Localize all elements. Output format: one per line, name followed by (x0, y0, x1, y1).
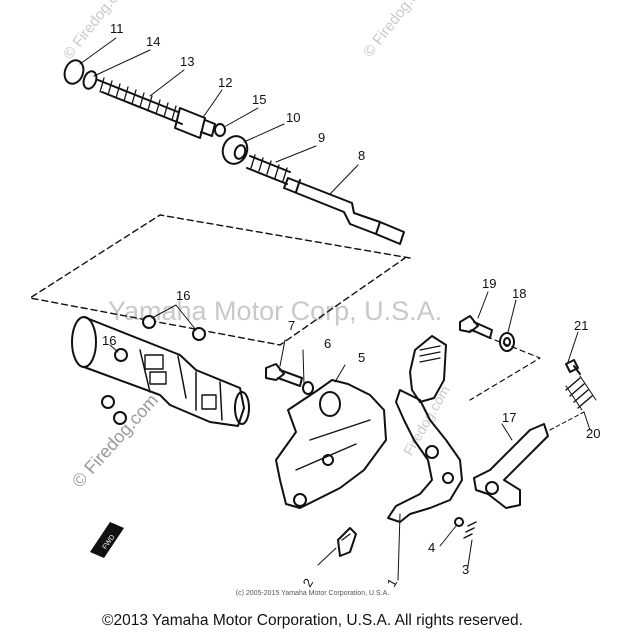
callout-14: 14 (146, 34, 160, 49)
part-15-clip (214, 123, 226, 137)
callout-20: 20 (586, 426, 600, 441)
part-20-spring (565, 375, 597, 411)
part-10-bushing (221, 135, 249, 165)
assembly-outline (29, 214, 411, 346)
callout-4: 4 (428, 540, 435, 555)
part-18-washer (499, 332, 515, 352)
callout-6: 6 (324, 336, 331, 351)
callout-11: 11 (110, 21, 124, 36)
callout-16: 16 (176, 288, 190, 303)
callout-21: 21 (574, 318, 588, 333)
part-2-clip (337, 527, 357, 557)
callout-16: 16 (102, 333, 116, 348)
callout-18: 18 (512, 286, 526, 301)
callout-7: 7 (288, 318, 295, 333)
callout-8: 8 (358, 148, 365, 163)
part-11-snap-ring (63, 59, 85, 85)
part-14-washer (82, 70, 98, 90)
part-21-screw (565, 359, 581, 375)
callout-12: 12 (218, 75, 232, 90)
part-19-bolt (459, 315, 493, 339)
part-6-washer (302, 381, 314, 395)
part-9-spring (246, 154, 291, 185)
part-3-spring (463, 521, 477, 539)
part-4-ball (454, 517, 464, 527)
part-7-bolt (265, 339, 303, 387)
callout-9: 9 (318, 130, 325, 145)
part-5-bracket (275, 364, 387, 509)
callout-10: 10 (286, 110, 300, 125)
callout-13: 13 (180, 54, 194, 69)
callout-5: 5 (358, 350, 365, 365)
callout-15: 15 (252, 92, 266, 107)
watermark-center: Yamaha Motor Corp, U.S.A. (108, 296, 443, 326)
footer-copyright: ©2013 Yamaha Motor Corporation, U.S.A. A… (102, 612, 523, 629)
part-16-balls (101, 315, 206, 425)
part-housing (71, 316, 250, 427)
part-17-lever (473, 423, 549, 509)
part-1-shift-pedal (387, 335, 463, 523)
callout-2: 2 (300, 576, 317, 590)
fwd-logo: FWD (90, 522, 124, 558)
part-12-collar (174, 107, 216, 139)
callout-19: 19 (482, 276, 496, 291)
callout-3: 3 (462, 562, 469, 577)
callout-17: 17 (502, 410, 516, 425)
small-copyright: (c) 2005-2015 Yamaha Motor Corporation, … (235, 590, 390, 597)
part-13-spring (97, 77, 183, 125)
part-8-shaft (283, 177, 405, 245)
